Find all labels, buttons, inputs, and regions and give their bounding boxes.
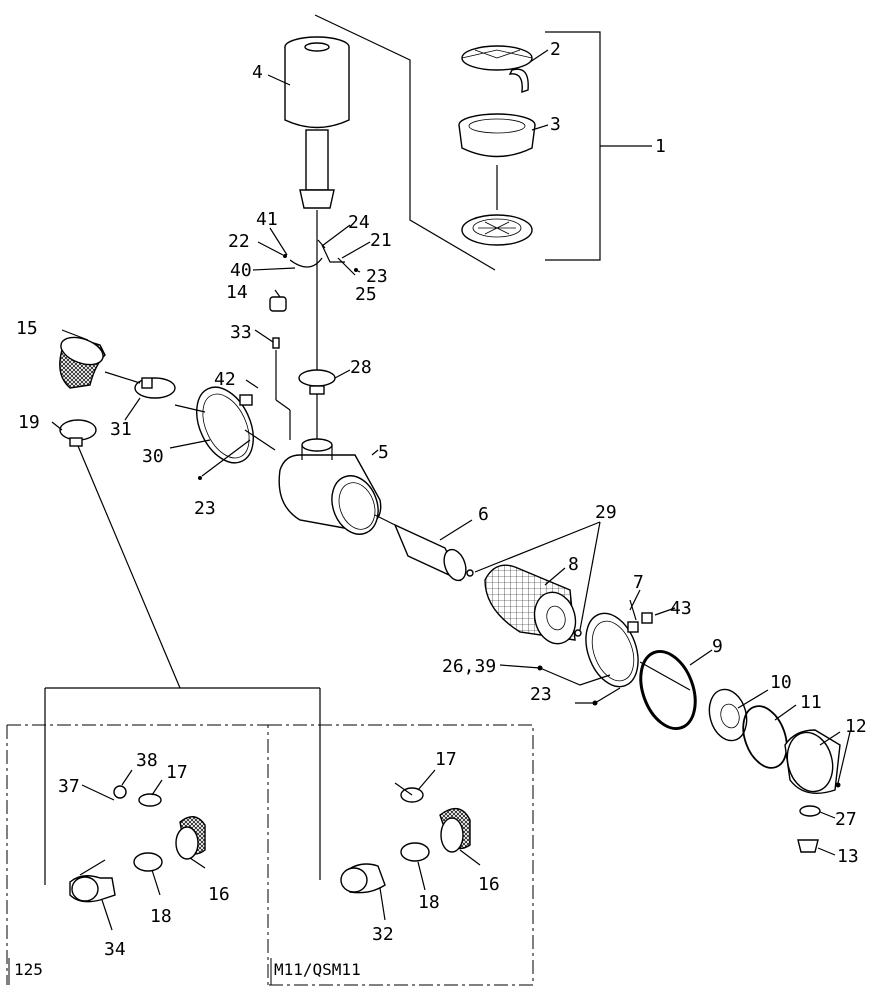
callout-7: 7 — [633, 572, 644, 593]
callout-17-right: 17 — [435, 749, 457, 770]
cover-12-part — [784, 729, 841, 794]
callout-2: 2 — [550, 39, 561, 60]
callout-27: 27 — [835, 809, 857, 830]
callout-6: 6 — [478, 504, 489, 525]
callout-labels: 1 2 3 4 5 6 7 8 9 10 11 12 13 14 15 16 1… — [16, 39, 867, 960]
callout-13: 13 — [837, 846, 859, 867]
callout-29: 29 — [595, 502, 617, 523]
variant-labels: 125 M11/QSM11 — [8, 958, 361, 985]
variant-label-m11-qsm11: M11/QSM11 — [274, 960, 361, 979]
callout-12: 12 — [845, 716, 867, 737]
primary-filter-8-part — [484, 564, 577, 645]
mounting-band-30-part — [174, 386, 276, 464]
left-variant-parts — [69, 784, 206, 931]
callout-41: 41 — [256, 209, 278, 230]
callout-18-right: 18 — [418, 892, 440, 913]
mounting-band-7-part — [585, 599, 653, 688]
right-variant-parts — [340, 782, 471, 921]
callout-23-b: 23 — [366, 266, 388, 287]
callout-11: 11 — [800, 692, 822, 713]
safety-filter-6-part — [393, 523, 467, 582]
callout-24: 24 — [348, 212, 370, 233]
callout-16-right: 16 — [478, 874, 500, 895]
clamp-27-valve-13-part — [797, 805, 821, 853]
callout-5: 5 — [378, 442, 389, 463]
callout-43: 43 — [670, 598, 692, 619]
callout-leaders — [51, 49, 851, 896]
restriction-indicator-part — [269, 296, 291, 440]
callout-17-left: 17 — [166, 762, 188, 783]
clamp-19-part — [59, 419, 97, 447]
bracket-item-1 — [314, 14, 652, 271]
callout-10: 10 — [770, 672, 792, 693]
callout-15: 15 — [16, 318, 38, 339]
variant-label-125: 125 — [14, 960, 43, 979]
precleaner-bowl-part — [458, 113, 536, 158]
callout-34: 34 — [104, 939, 126, 960]
callout-1: 1 — [655, 136, 666, 157]
callout-25: 25 — [355, 284, 377, 305]
callout-23-c: 23 — [530, 684, 552, 705]
callout-26-39: 26,39 — [442, 656, 496, 677]
callout-8: 8 — [568, 554, 579, 575]
gasket-9-part — [639, 649, 697, 731]
callout-19: 19 — [18, 412, 40, 433]
callout-3: 3 — [550, 114, 561, 135]
callout-18-left: 18 — [150, 906, 172, 927]
callout-38: 38 — [136, 750, 158, 771]
callout-14: 14 — [226, 282, 248, 303]
callout-42: 42 — [214, 369, 236, 390]
callout-37: 37 — [58, 776, 80, 797]
callout-22: 22 — [228, 231, 250, 252]
housing-5-part — [278, 438, 396, 535]
callout-32: 32 — [372, 924, 394, 945]
baffle-10-part — [708, 688, 748, 742]
clamp-31-part — [104, 371, 176, 399]
clamp-28-part — [298, 369, 336, 395]
callout-31: 31 — [110, 419, 132, 440]
callout-23-a: 23 — [194, 498, 216, 519]
variant-leader-lines — [44, 445, 321, 885]
callout-40: 40 — [230, 260, 252, 281]
callout-33: 33 — [230, 322, 252, 343]
oring-11-part — [742, 705, 788, 769]
callout-9: 9 — [712, 636, 723, 657]
callout-28: 28 — [350, 357, 372, 378]
precleaner-vane-part — [461, 165, 533, 246]
screws-29-part — [466, 521, 601, 637]
intake-stack-part — [284, 36, 350, 440]
variant-box-m11 — [268, 724, 534, 986]
callout-30: 30 — [142, 446, 164, 467]
elbow-hose-part — [59, 336, 106, 389]
fittings-cluster — [283, 239, 358, 276]
callout-4: 4 — [252, 62, 263, 83]
screws-23-part — [198, 439, 621, 706]
precleaner-cap-part — [461, 45, 533, 94]
callout-16-left: 16 — [208, 884, 230, 905]
callout-21: 21 — [370, 230, 392, 251]
